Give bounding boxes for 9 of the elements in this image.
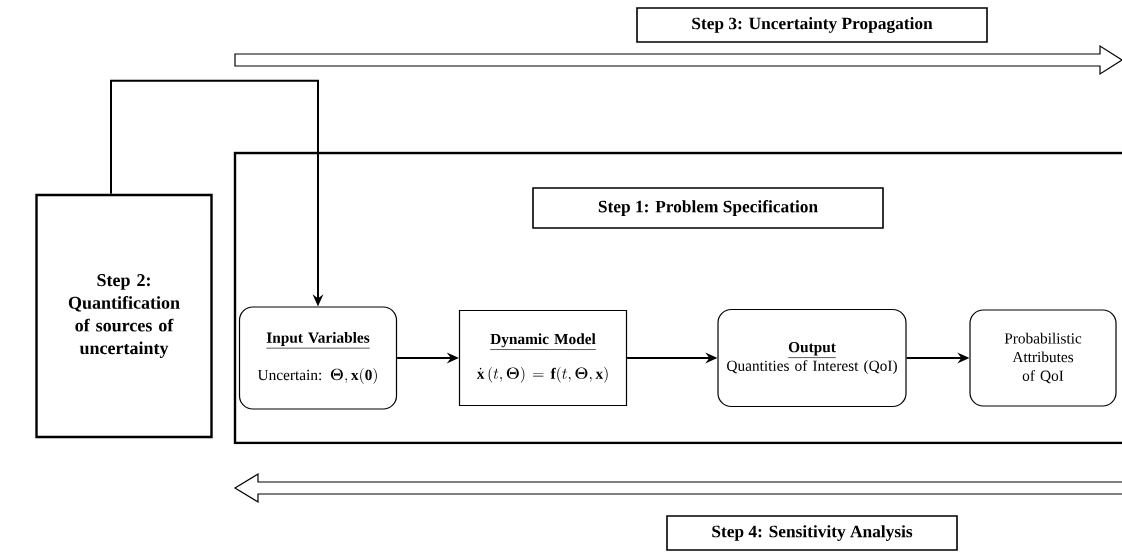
process-box: Input Variables Uncertain: $\boldsymbol{\Theta},\mathbf{x}(\mathbf{0})$ [238,306,398,410]
step-label-box: Step 4: Sensitivity Analysis [666,515,958,551]
step-heading-box: Step 1: Problem Specification [532,187,884,229]
step-label-box: Step 3: Uncertainty Propagation [636,7,988,43]
process-box: Dynamic Model $\dot{\mathbf{x}}\,(t,\boldsymbol{\Theta})=\mathbf{f}(t,\boldsymbol{\Theta},\mathbf{x})$ [458,309,628,407]
process-box: Probabilistic Attributes of QoI [969,309,1117,407]
step-box: Step 2: Quantification of sources of uncertainty [35,193,213,439]
process-box: Output Quantities of Interest (QoI) [717,308,907,408]
panel [233,151,1122,445]
